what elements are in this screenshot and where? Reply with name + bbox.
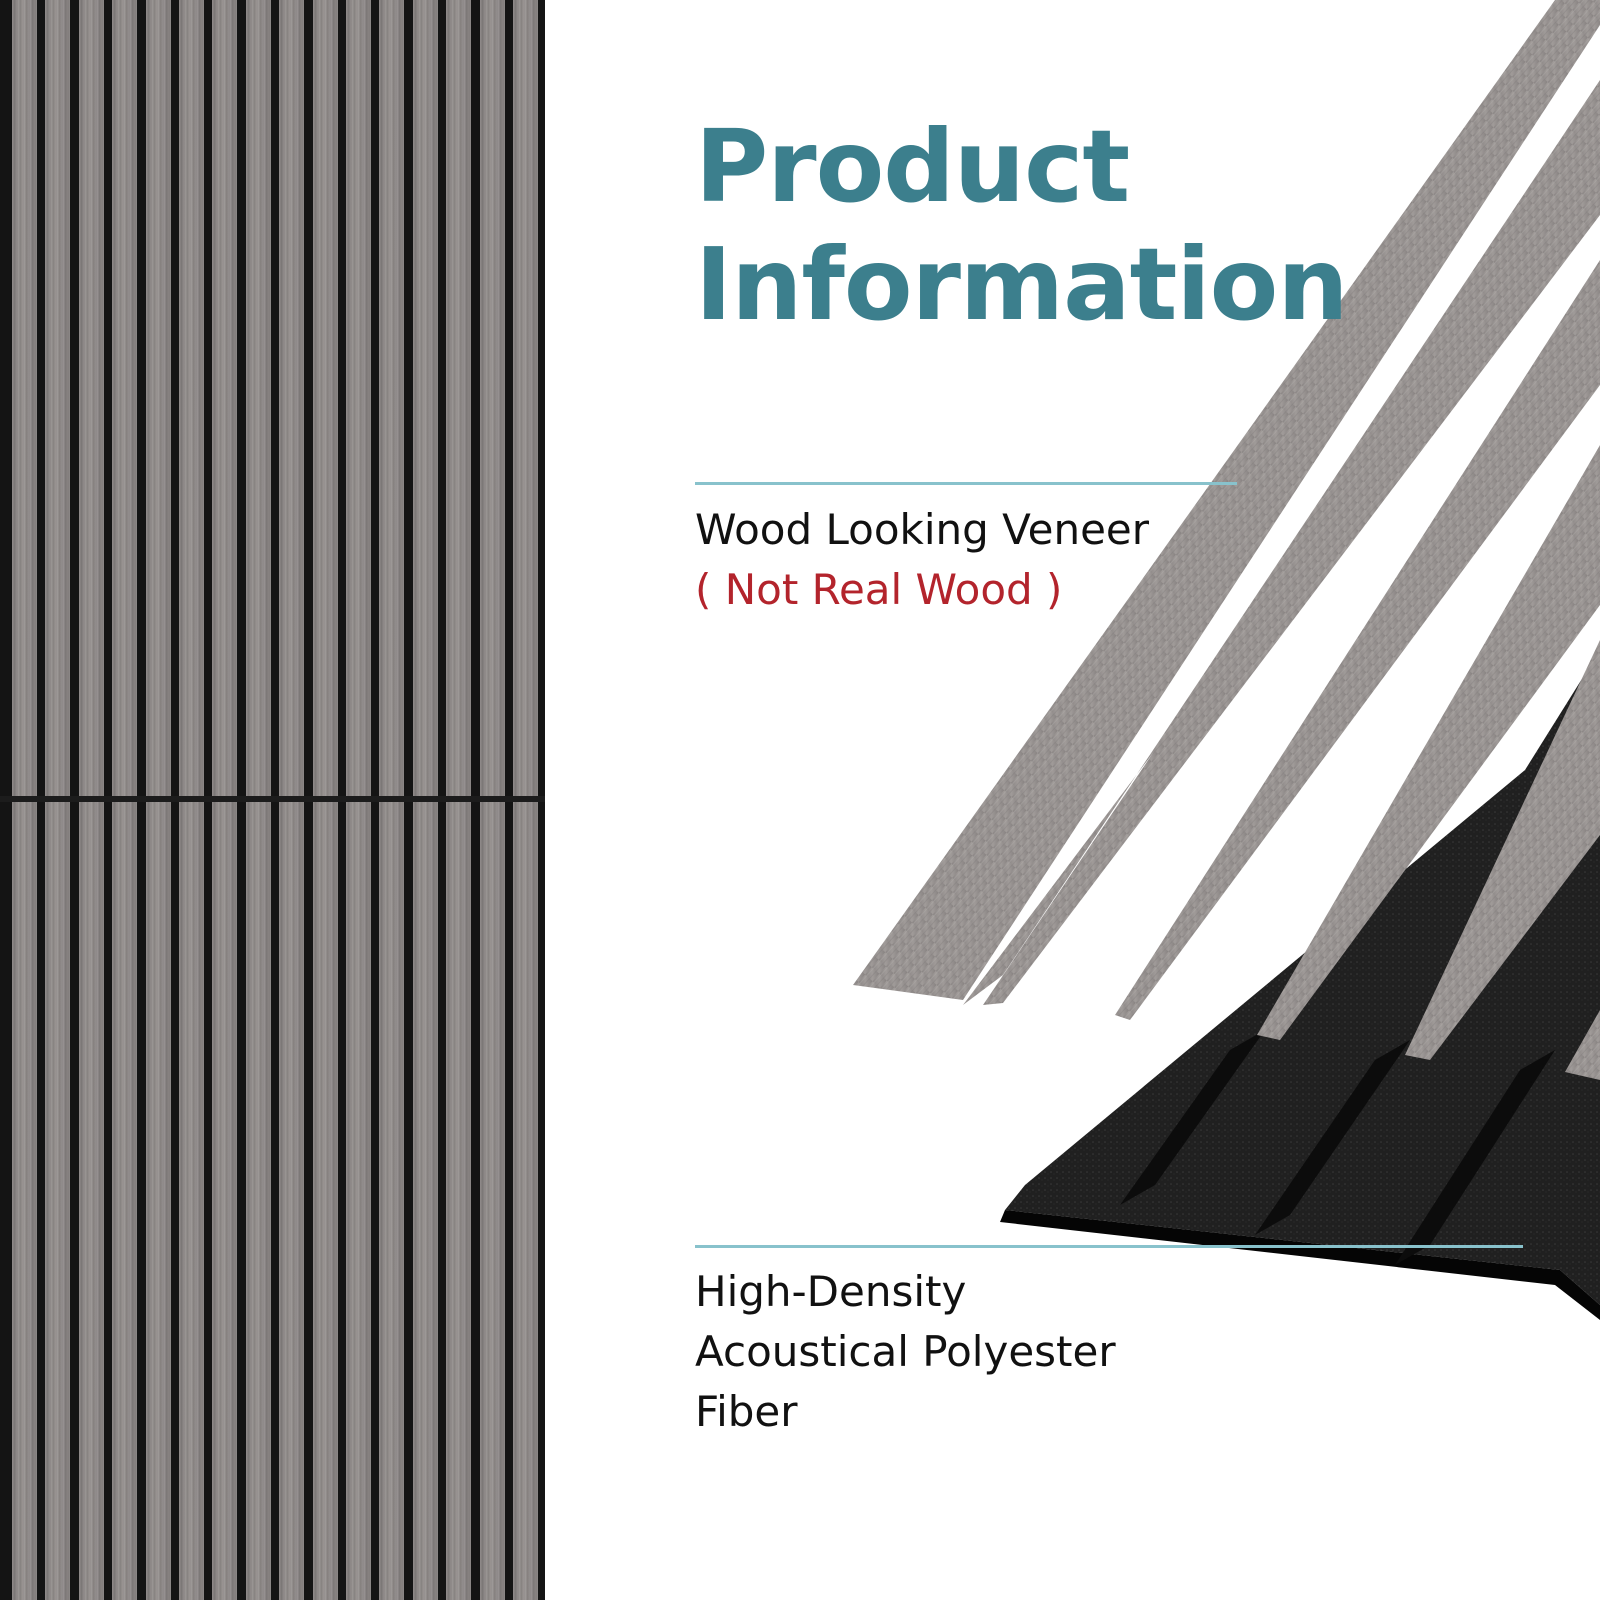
panel-slat	[379, 0, 405, 796]
panel-slat	[279, 802, 305, 1600]
veneer-divider	[695, 482, 1237, 485]
wood-slat-2b	[983, 90, 1600, 1005]
fiber-label-line-3: Fiber	[695, 1387, 798, 1436]
veneer-note: ( Not Real Wood )	[695, 565, 1063, 614]
fiber-divider	[695, 1245, 1523, 1248]
panel-slat	[346, 0, 371, 796]
panel-slat	[179, 802, 204, 1600]
panel-slat	[212, 0, 238, 796]
panel-slat	[446, 0, 472, 796]
panel-slat	[45, 0, 71, 796]
panel-slat	[179, 0, 204, 796]
panel-slat	[12, 0, 37, 796]
panel-slat	[479, 0, 505, 796]
acoustic-panel-top	[0, 0, 545, 796]
felt-groove-3	[1395, 1050, 1555, 1265]
wood-slat-4	[1257, 445, 1600, 1040]
wood-slat-1	[853, 0, 1600, 1000]
panel-slat	[446, 802, 472, 1600]
panel-slat	[479, 802, 505, 1600]
panel-slat	[312, 0, 338, 796]
panel-slat	[45, 802, 71, 1600]
wood-slat-5	[1405, 640, 1600, 1060]
felt-groove-1	[1120, 1030, 1265, 1205]
product-info-section: Product Information Wood Looking Veneer …	[545, 0, 1600, 1600]
panel-slat	[412, 802, 438, 1600]
panel-slat	[145, 802, 171, 1600]
panel-slat	[212, 802, 238, 1600]
panel-slat	[112, 0, 138, 796]
title-line-1: Product	[695, 108, 1130, 225]
title-line-2: Information	[695, 226, 1349, 343]
panel-slat	[112, 802, 138, 1600]
panel-slat	[513, 0, 538, 796]
felt-backing-edge	[1000, 1210, 1600, 1320]
panel-slat	[346, 802, 371, 1600]
wood-slat-3	[1115, 260, 1600, 1020]
panel-slat	[379, 802, 405, 1600]
wood-slat-6	[1565, 1010, 1600, 1080]
felt-groove-2	[1255, 1040, 1410, 1235]
acoustic-panel-photo	[0, 0, 545, 1600]
slat-exploded-illustration	[853, 0, 1600, 1320]
panel-slat	[245, 0, 271, 796]
veneer-label: Wood Looking Veneer	[695, 505, 1150, 554]
panel-slat	[312, 802, 338, 1600]
panel-slat	[412, 0, 438, 796]
panel-slat	[245, 802, 271, 1600]
acoustic-panel-bottom	[0, 802, 545, 1600]
panel-slat	[279, 0, 305, 796]
page-title: Product Information	[695, 108, 1349, 344]
fiber-label-line-2: Acoustical Polyester	[695, 1327, 1116, 1376]
fiber-label: High-Density Acoustical Polyester Fiber	[695, 1262, 1116, 1442]
panel-slat	[12, 802, 37, 1600]
panel-slat	[78, 802, 104, 1600]
fiber-label-line-1: High-Density	[695, 1267, 967, 1316]
panel-slat	[145, 0, 171, 796]
panel-slat	[513, 802, 538, 1600]
panel-slat	[78, 0, 104, 796]
